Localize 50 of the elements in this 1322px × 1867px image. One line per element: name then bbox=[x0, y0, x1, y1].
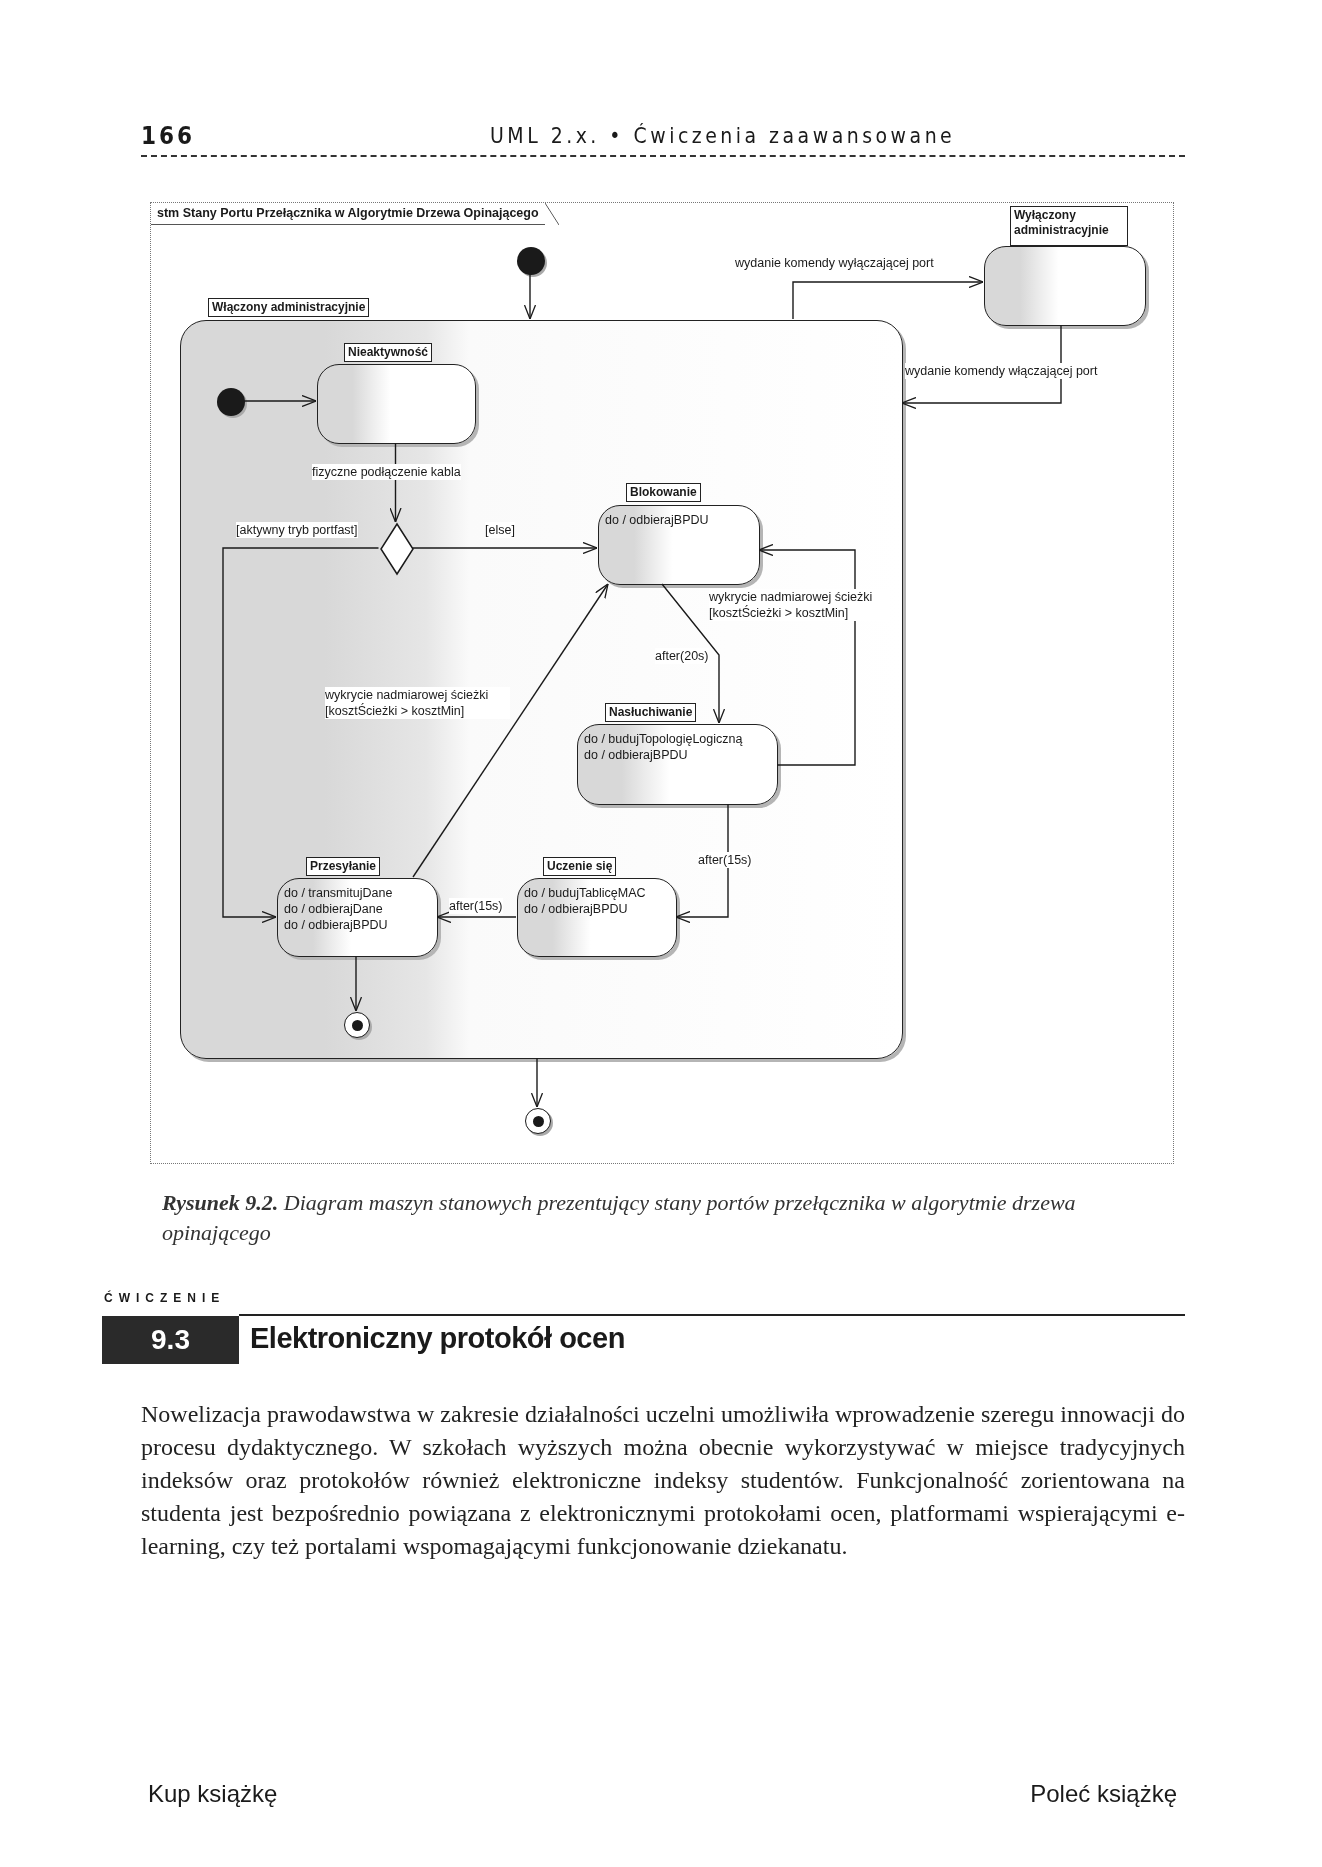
initial-state bbox=[517, 247, 545, 275]
edge-label: after(15s) bbox=[698, 852, 752, 868]
transition-arrow bbox=[901, 324, 1062, 410]
transition-arrow bbox=[675, 803, 729, 924]
diagram-frame bbox=[150, 202, 1174, 1164]
state-name-tab: Wyłączony administracyjnie bbox=[1010, 206, 1128, 246]
transition-arrow bbox=[412, 583, 609, 878]
edge-label: [aktywny tryb portfast] bbox=[236, 522, 358, 538]
edge-label: after(20s) bbox=[655, 648, 709, 664]
edge-label: fizyczne podłączenie kabla bbox=[312, 464, 461, 480]
transition-arrow bbox=[411, 541, 598, 555]
state-name-tab: Blokowanie bbox=[626, 483, 701, 502]
edge-label: [else] bbox=[485, 522, 515, 538]
state-name-tab: Nasłuchiwanie bbox=[605, 703, 697, 722]
transition-arrow bbox=[792, 275, 984, 320]
transition-arrow bbox=[523, 273, 537, 320]
activity-text: do / budujTablicęMAC bbox=[524, 885, 647, 901]
page-number: 166 bbox=[141, 122, 196, 150]
activity-text: do / odbierajBPDU bbox=[524, 901, 629, 917]
edge-label: wykrycie nadmiarowej ścieżki [kosztŚcieżki > kosztMin] bbox=[325, 687, 510, 719]
section-title: Elektroniczny protokół ocen bbox=[250, 1322, 625, 1355]
activity-text: do / budujTopologięLogiczną bbox=[584, 731, 744, 747]
frame-label: stm Stany Portu Przełącznika w Algorytmie Drzewa Opinającego bbox=[151, 203, 559, 225]
transition-arrow bbox=[530, 1057, 544, 1108]
section-number: 9.3 bbox=[102, 1316, 239, 1364]
activity-text: do / odbierajBPDU bbox=[584, 747, 689, 763]
state-name-tab: Włączony administracyjnie bbox=[208, 298, 370, 317]
edge-label: after(15s) bbox=[449, 898, 503, 914]
buy-link: Kup książkę bbox=[148, 1780, 278, 1808]
state-name-tab: Nieaktywność bbox=[344, 343, 433, 362]
running-header: UML 2.x. • Ćwiczenia zaawansowane bbox=[490, 124, 956, 148]
recommend-link: Poleć książkę bbox=[1029, 1780, 1177, 1808]
activity-text: do / odbierajDane bbox=[284, 901, 384, 917]
state-name-tab: Uczenie się bbox=[543, 857, 617, 876]
section-kicker: ĆWICZENIE bbox=[104, 1291, 226, 1305]
figure-caption: Rysunek 9.2. Diagram maszyn stanowych prezentujący stany portów przełącznika w algorytmie drzewa opinającego bbox=[162, 1189, 1077, 1247]
transition-arrow bbox=[222, 547, 380, 924]
edge-label: wydanie komendy włączającej port bbox=[905, 363, 1098, 379]
activity-text: do / transmitujDane bbox=[284, 885, 394, 901]
transition-arrow bbox=[661, 583, 726, 724]
transition-arrow bbox=[758, 543, 856, 766]
final-state bbox=[525, 1108, 551, 1134]
edge-label: wydanie komendy wyłączającej port bbox=[735, 255, 934, 271]
activity-text: do / odbierajBPDU bbox=[605, 512, 710, 528]
transition-arrow bbox=[349, 955, 363, 1012]
transition-arrow bbox=[436, 910, 517, 924]
body-paragraph: Nowelizacja prawodawstwa w zakresie działalności uczelni umożliwiła wprowadzenie szeregu innowacji do procesu dydaktycznego. W szkołach wyższych można obecnie wykorzystywać w miejsce tradycyjnych indeksów oraz protokołów również elektroniczne indeksy studentów. Funkcjonalność zorientowana na studenta jest bezpośrednio powiązana z elektronicznymi protokołami ocen, platformami wspierającymi e-learning, czy też portalami wspomagającymi funkcjonowanie dziekanatu. bbox=[141, 1400, 1185, 1561]
transition-arrow bbox=[243, 394, 317, 408]
activity-text: do / odbierajBPDU bbox=[284, 917, 389, 933]
state-name-tab: Przesyłanie bbox=[306, 857, 381, 876]
